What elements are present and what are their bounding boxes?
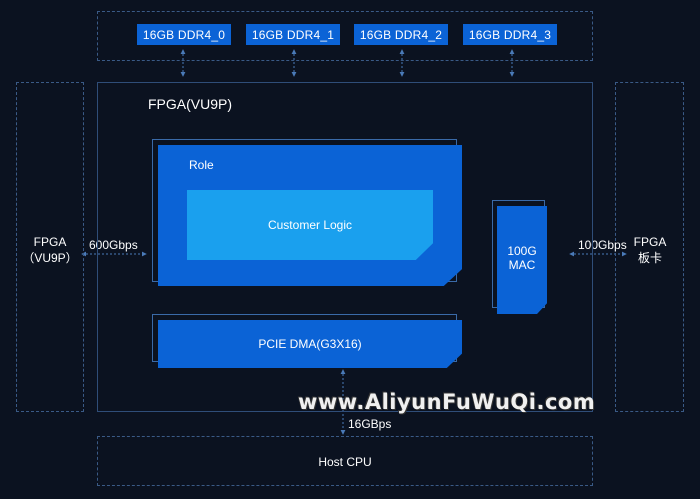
role-label: Role <box>189 158 214 172</box>
left-bandwidth: 600Gbps <box>89 238 138 252</box>
ddr-module-0: 16GB DDR4_0 <box>137 24 231 45</box>
right-bandwidth: 100Gbps <box>578 238 627 252</box>
mac-label-line1: 100G <box>507 244 537 258</box>
host-bandwidth: 16GBps <box>348 417 392 431</box>
left-fpga-label-line1: FPGA <box>33 234 67 249</box>
left-fpga-box <box>16 82 84 412</box>
customer-logic-block: Customer Logic <box>187 190 433 260</box>
left-fpga-label: FPGA （VU9P） <box>16 230 84 270</box>
mac-label-line2: MAC <box>508 258 536 272</box>
watermark: www.AliyunFuWuQi.com <box>298 390 596 414</box>
ddr-module-3: 16GB DDR4_3 <box>463 24 557 45</box>
ddr-module-2: 16GB DDR4_2 <box>354 24 448 45</box>
ddr-group <box>97 11 593 61</box>
right-fpga-label-line1: FPGA <box>633 234 667 249</box>
host-cpu-box: Host CPU <box>97 436 593 486</box>
left-fpga-label-line2: （VU9P） <box>22 250 78 265</box>
mac-label: 100G MAC <box>497 240 547 276</box>
ddr-module-1: 16GB DDR4_1 <box>246 24 340 45</box>
host-cpu-label: Host CPU <box>318 455 372 469</box>
right-fpga-label: FPGA 板卡 <box>620 230 680 270</box>
right-fpga-box <box>615 82 684 412</box>
fpga-title: FPGA(VU9P) <box>148 96 233 112</box>
mac-block <box>497 206 547 314</box>
pcie-dma-block: PCIE DMA(G3X16) <box>158 320 462 368</box>
fpga-main-box <box>97 82 593 412</box>
right-fpga-label-line2: 板卡 <box>637 250 662 265</box>
